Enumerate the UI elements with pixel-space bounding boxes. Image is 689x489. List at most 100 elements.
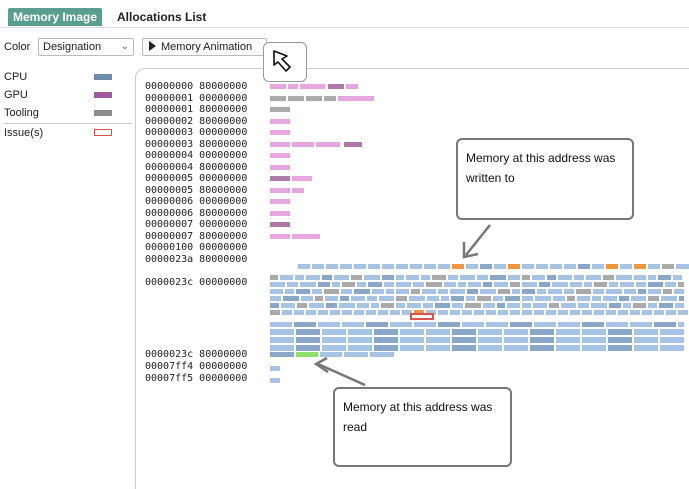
memory-segment[interactable] (522, 282, 537, 287)
memory-segment[interactable] (423, 303, 433, 308)
memory-segment[interactable] (468, 282, 481, 287)
memory-segment[interactable] (281, 303, 295, 308)
memory-segment[interactable] (448, 275, 458, 280)
memory-segment[interactable] (609, 303, 621, 308)
memory-segment[interactable] (348, 329, 372, 335)
memory-segment[interactable] (450, 310, 460, 315)
memory-segment[interactable] (676, 264, 688, 269)
memory-segment[interactable] (378, 310, 388, 315)
memory-segment[interactable] (325, 296, 338, 301)
memory-segment[interactable] (270, 345, 294, 351)
memory-segment[interactable] (666, 310, 676, 315)
memory-segment[interactable] (648, 289, 661, 294)
memory-segment[interactable] (296, 329, 320, 335)
memory-segment[interactable] (382, 264, 394, 269)
memory-segment[interactable] (390, 310, 400, 315)
memory-segment[interactable] (384, 282, 394, 287)
memory-segment[interactable] (374, 329, 398, 335)
memory-segment[interactable] (270, 337, 294, 343)
memory-segment[interactable] (535, 296, 551, 301)
memory-segment[interactable] (593, 289, 604, 294)
memory-segment[interactable] (480, 264, 492, 269)
memory-segment[interactable] (504, 345, 528, 351)
memory-segment[interactable] (582, 337, 606, 343)
memory-segment[interactable] (270, 119, 290, 124)
memory-segment[interactable] (474, 310, 484, 315)
memory-segment[interactable] (324, 289, 339, 294)
memory-segment[interactable] (547, 275, 556, 280)
memory-segment[interactable] (322, 345, 346, 351)
memory-segment[interactable] (270, 282, 285, 287)
memory-segment[interactable] (283, 296, 299, 301)
memory-segment[interactable] (270, 310, 280, 315)
memory-segment[interactable] (318, 282, 330, 287)
memory-segment[interactable] (576, 289, 591, 294)
memory-segment[interactable] (452, 345, 476, 351)
memory-segment[interactable] (435, 303, 450, 308)
memory-segment[interactable] (322, 337, 346, 343)
memory-segment[interactable] (270, 296, 281, 301)
memory-segment[interactable] (298, 264, 310, 269)
memory-segment[interactable] (270, 222, 290, 227)
memory-segment[interactable] (582, 329, 606, 335)
memory-segment[interactable] (508, 275, 520, 280)
memory-segment[interactable] (332, 282, 340, 287)
memory-segment[interactable] (341, 289, 352, 294)
memory-segment[interactable] (678, 282, 684, 287)
memory-segment[interactable] (351, 275, 362, 280)
memory-segment[interactable] (634, 345, 658, 351)
memory-segment[interactable] (324, 96, 336, 101)
memory-segment[interactable] (270, 366, 280, 371)
memory-segment[interactable] (270, 142, 290, 147)
memory-segment[interactable] (270, 275, 278, 280)
memory-segment[interactable] (561, 303, 576, 308)
memory-segment[interactable] (306, 96, 322, 101)
memory-segment[interactable] (396, 275, 404, 280)
memory-segment[interactable] (558, 275, 572, 280)
memory-segment[interactable] (441, 296, 449, 301)
memory-segment[interactable] (648, 303, 657, 308)
memory-segment[interactable] (410, 264, 422, 269)
memory-segment[interactable] (344, 352, 368, 357)
memory-segment[interactable] (582, 310, 592, 315)
memory-segment[interactable] (320, 352, 342, 357)
memory-segment[interactable] (663, 289, 672, 294)
memory-segment[interactable] (421, 275, 430, 280)
memory-segment[interactable] (371, 303, 379, 308)
memory-segment[interactable] (678, 322, 684, 327)
memory-animation-button[interactable]: Memory Animation (142, 38, 267, 56)
memory-segment[interactable] (534, 322, 556, 327)
memory-segment[interactable] (634, 275, 646, 280)
memory-segment[interactable] (530, 329, 554, 335)
memory-segment[interactable] (292, 142, 314, 147)
memory-segment[interactable] (504, 329, 528, 335)
memory-segment[interactable] (504, 337, 528, 343)
memory-segment[interactable] (438, 322, 460, 327)
memory-segment[interactable] (537, 289, 546, 294)
memory-segment[interactable] (522, 289, 535, 294)
memory-segment[interactable] (372, 289, 384, 294)
memory-segment[interactable] (282, 310, 292, 315)
memory-segment[interactable] (351, 296, 365, 301)
memory-segment[interactable] (578, 264, 590, 269)
memory-segment[interactable] (648, 282, 663, 287)
memory-segment[interactable] (638, 289, 646, 294)
memory-segment[interactable] (634, 264, 646, 269)
memory-segment[interactable] (624, 289, 636, 294)
memory-segment[interactable] (550, 264, 562, 269)
memory-segment[interactable] (396, 282, 411, 287)
memory-segment[interactable] (634, 329, 658, 335)
memory-segment[interactable] (411, 289, 420, 294)
memory-segment[interactable] (354, 289, 370, 294)
memory-segment[interactable] (498, 310, 508, 315)
memory-segment[interactable] (570, 282, 582, 287)
memory-segment[interactable] (530, 345, 554, 351)
memory-segment[interactable] (406, 275, 419, 280)
memory-segment[interactable] (532, 275, 545, 280)
memory-segment[interactable] (548, 289, 562, 294)
memory-segment[interactable] (294, 322, 316, 327)
memory-segment[interactable] (452, 303, 463, 308)
memory-segment[interactable] (270, 322, 292, 327)
memory-segment[interactable] (297, 303, 307, 308)
memory-segment[interactable] (522, 296, 533, 301)
